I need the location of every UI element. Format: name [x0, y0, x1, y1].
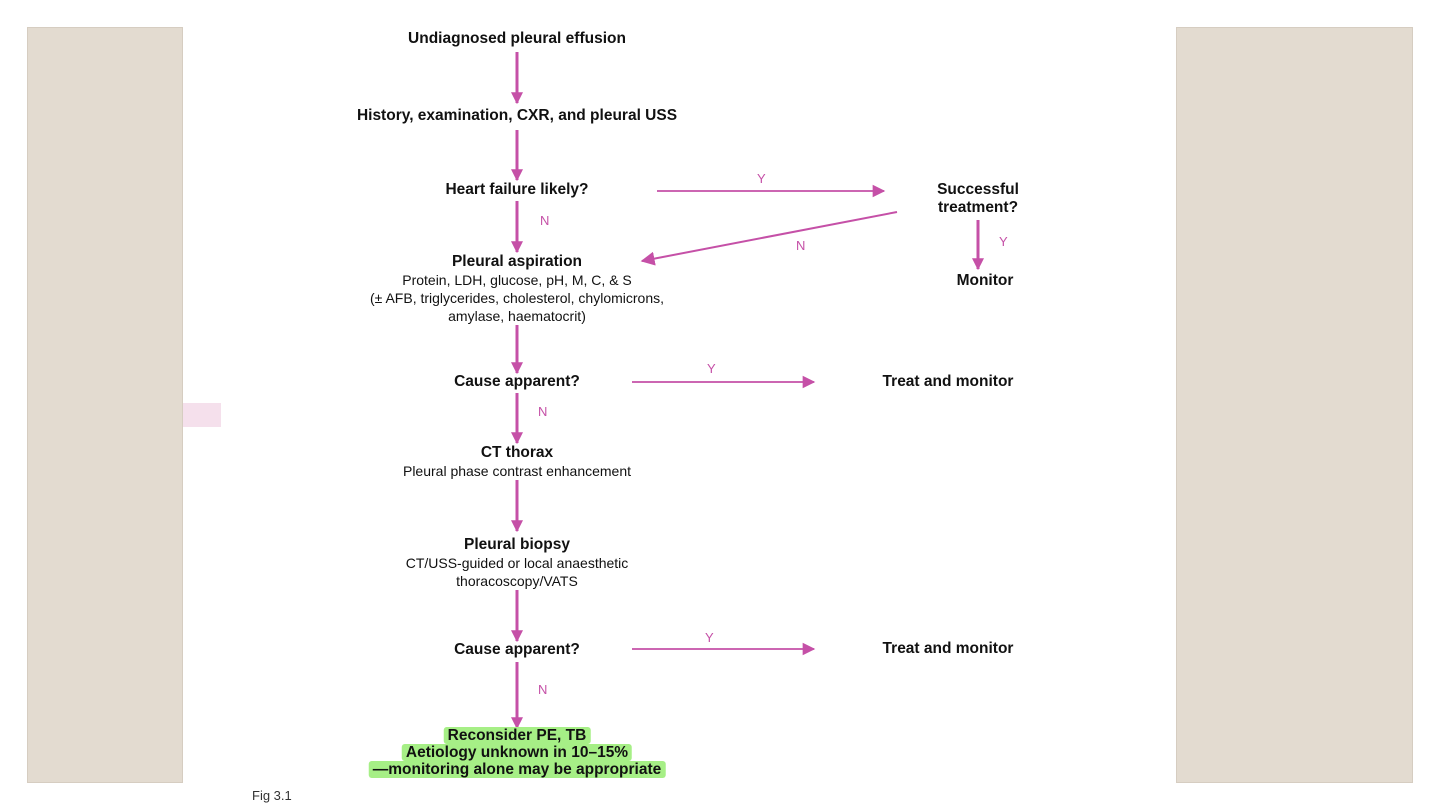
pleural-biopsy-title: Pleural biopsy [464, 536, 570, 553]
node-history-label: History, examination, CXR, and pleural U… [356, 107, 678, 124]
node-history: History, examination, CXR, and pleural U… [357, 107, 677, 125]
right-side-panel [1176, 27, 1413, 783]
final-line1: Reconsider PE, TB [443, 727, 591, 744]
node-heart-failure: Heart failure likely? [445, 181, 588, 199]
pleural-aspiration-line3: amylase, haematocrit) [448, 308, 586, 324]
node-pleural-biopsy: Pleural biopsy CT/USS-guided or local an… [406, 536, 629, 590]
final-line3: —monitoring alone may be appropriate [368, 761, 666, 778]
node-start: Undiagnosed pleural effusion [408, 30, 626, 48]
pleural-biopsy-line2: thoracoscopy/VATS [456, 573, 578, 589]
node-successful-treatment-label: Successful treatment? [937, 181, 1019, 216]
label-heart-failure-yes: Y [757, 171, 766, 186]
node-final-highlight: Reconsider PE, TB Aetiology unknown in 1… [368, 727, 666, 778]
node-cause-apparent-2: Cause apparent? [454, 641, 580, 659]
label-cause1-yes: Y [707, 361, 716, 376]
pleural-biopsy-line1: CT/USS-guided or local anaesthetic [405, 555, 629, 571]
treat-monitor-1-label: Treat and monitor [882, 373, 1014, 390]
ct-thorax-title: CT thorax [480, 444, 554, 461]
label-cause2-yes: Y [705, 630, 714, 645]
node-treat-monitor-1: Treat and monitor [883, 373, 1014, 391]
label-treatment-no: N [796, 238, 806, 253]
node-start-label: Undiagnosed pleural effusion [408, 30, 626, 47]
final-line2: Aetiology unknown in 10–15% [401, 744, 633, 761]
node-heart-failure-label: Heart failure likely? [445, 181, 589, 198]
label-heart-failure-no: N [540, 213, 550, 228]
figure-caption: Fig 3.1 [252, 788, 292, 803]
node-cause-apparent-1: Cause apparent? [454, 373, 580, 391]
pleural-aspiration-title: Pleural aspiration [451, 253, 583, 270]
ct-thorax-line1: Pleural phase contrast enhancement [402, 463, 632, 479]
label-cause2-no: N [538, 682, 548, 697]
node-ct-thorax: CT thorax Pleural phase contrast enhance… [403, 444, 631, 480]
node-successful-treatment: Successful treatment? [903, 181, 1053, 217]
cause-apparent-1-label: Cause apparent? [454, 373, 580, 390]
treat-monitor-2-label: Treat and monitor [882, 640, 1014, 657]
label-cause1-no: N [538, 404, 548, 419]
node-pleural-aspiration: Pleural aspiration Protein, LDH, glucose… [370, 253, 664, 325]
pleural-aspiration-line1: Protein, LDH, glucose, pH, M, C, & S [402, 272, 632, 288]
left-side-panel [27, 27, 183, 783]
node-monitor-label: Monitor [956, 272, 1014, 289]
node-monitor: Monitor [957, 272, 1014, 290]
arrow-treatment-no [640, 211, 898, 266]
node-treat-monitor-2: Treat and monitor [883, 640, 1014, 658]
label-treatment-yes: Y [999, 234, 1008, 249]
pleural-aspiration-line2: (± AFB, triglycerides, cholesterol, chyl… [370, 290, 664, 306]
pink-tab-marker [183, 403, 221, 427]
cause-apparent-2-label: Cause apparent? [454, 641, 580, 658]
